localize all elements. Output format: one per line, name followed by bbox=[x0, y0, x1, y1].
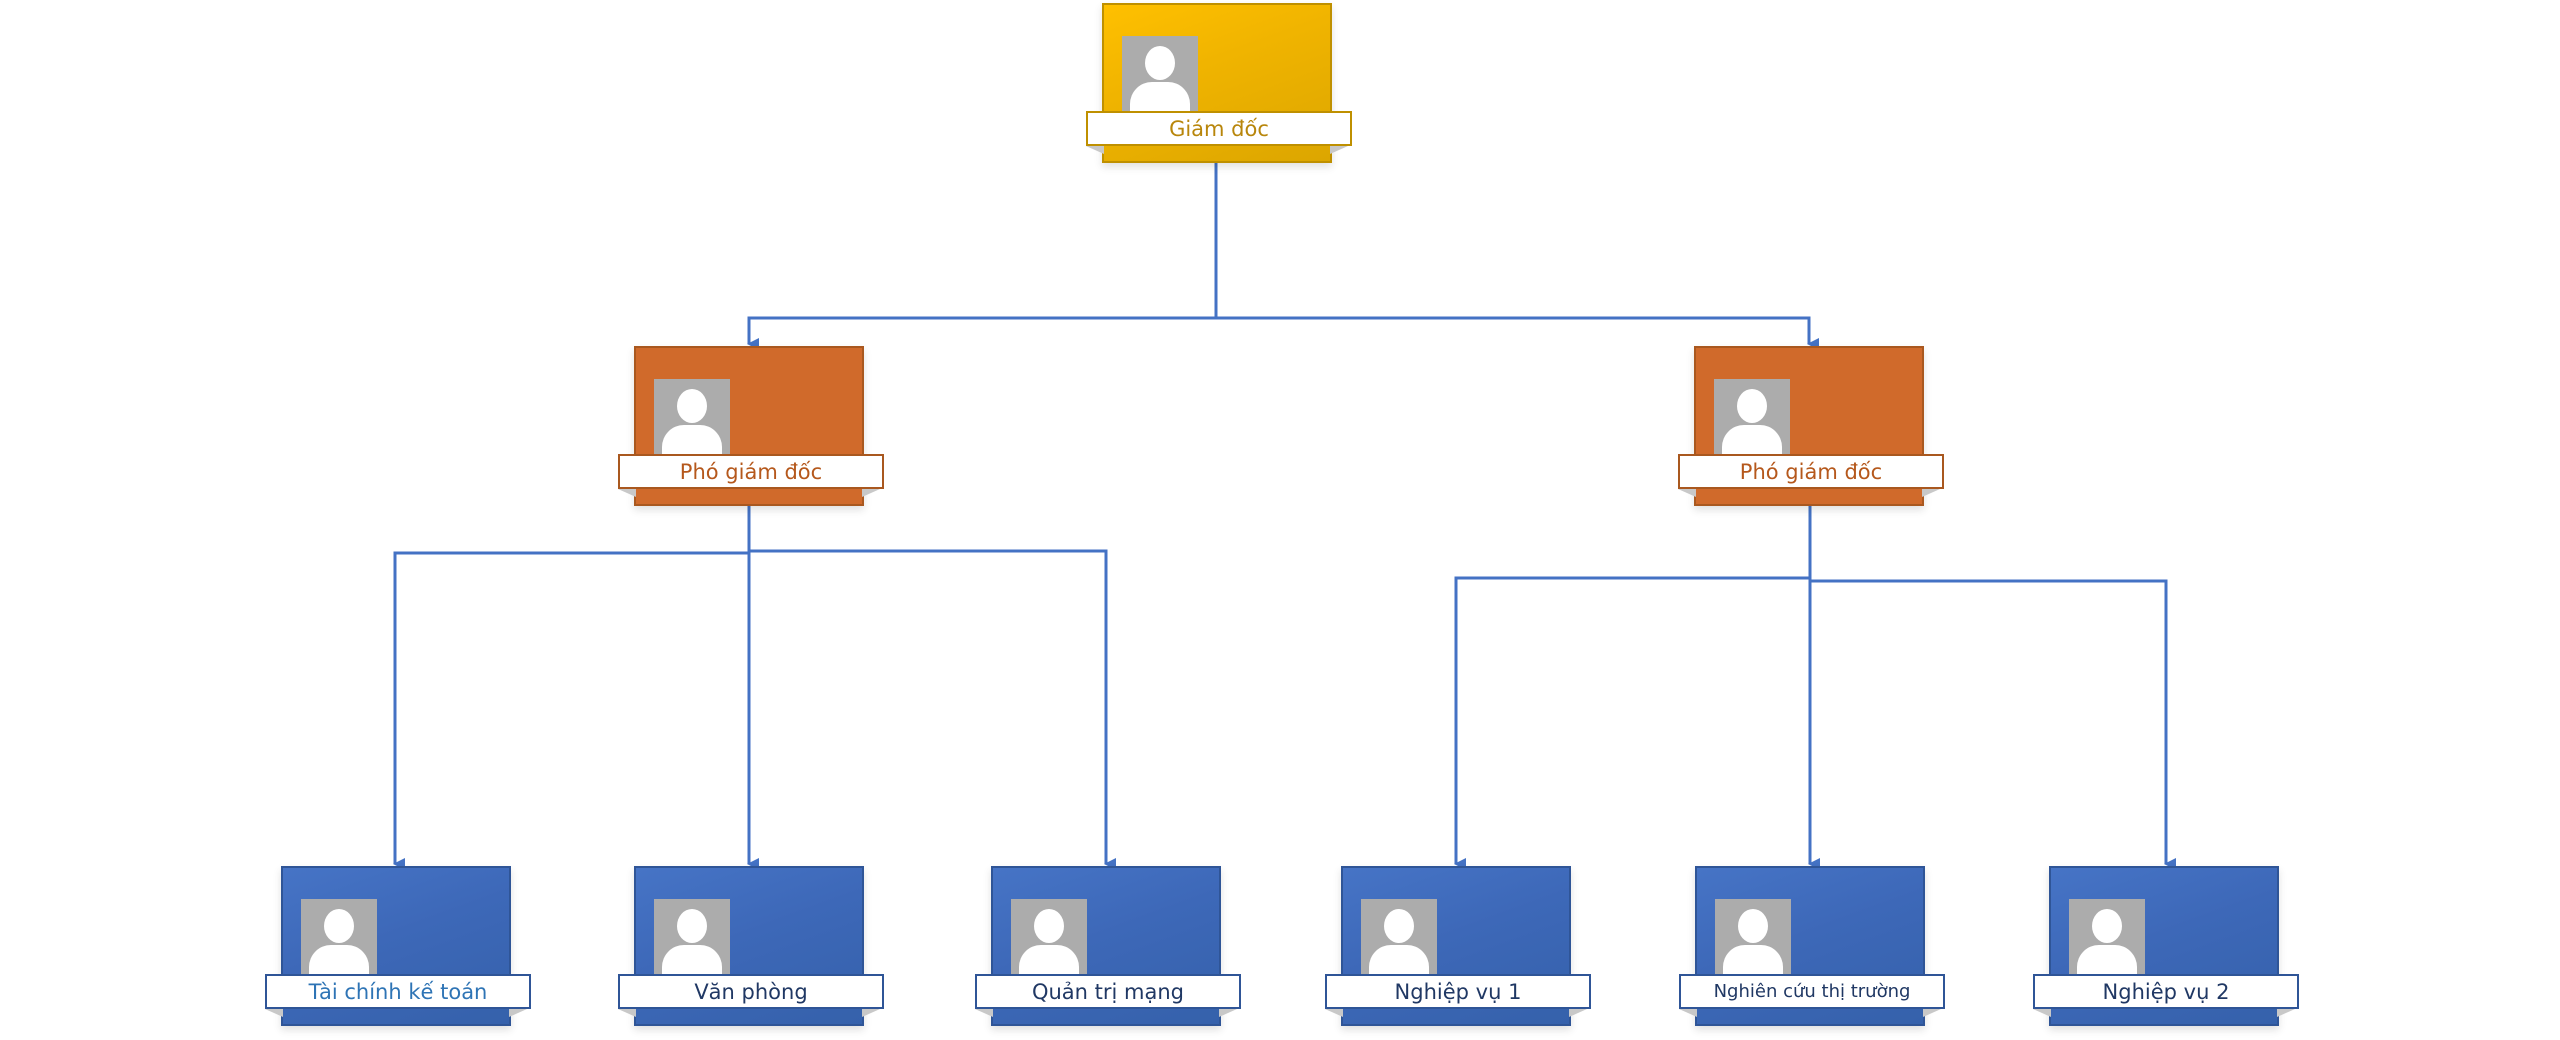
node-title: Văn phòng bbox=[618, 974, 884, 1009]
ribbon-fold-left bbox=[2033, 1009, 2051, 1017]
org-node-nghiep-vu-2[interactable]: Nghiệp vụ 2 bbox=[2033, 866, 2299, 1026]
person-placeholder-icon bbox=[1011, 899, 1087, 975]
connector-vp1-d3 bbox=[749, 549, 1116, 870]
ribbon-fold-left bbox=[618, 1009, 636, 1017]
ribbon-fold-left bbox=[1678, 489, 1696, 497]
ribbon-fold-right bbox=[1922, 489, 1940, 497]
ribbon-fold-right bbox=[1923, 1009, 1941, 1017]
org-node-nghien-cuu-thi-truong[interactable]: Nghiên cứu thị trường bbox=[1679, 866, 1945, 1026]
ribbon-fold-left bbox=[1679, 1009, 1697, 1017]
person-placeholder-icon bbox=[2069, 899, 2145, 975]
org-node-tai-chinh-ke-toan[interactable]: Tài chính kế toán bbox=[265, 866, 531, 1026]
ribbon-fold-right bbox=[862, 489, 880, 497]
connector-vp1-d1 bbox=[393, 506, 751, 870]
org-node-nghiep-vu-1[interactable]: Nghiệp vụ 1 bbox=[1325, 866, 1591, 1026]
org-node-van-phong[interactable]: Văn phòng bbox=[618, 866, 884, 1026]
ribbon-fold-right bbox=[2277, 1009, 2295, 1017]
node-title: Phó giám đốc bbox=[1678, 454, 1944, 489]
node-title: Phó giám đốc bbox=[618, 454, 884, 489]
person-placeholder-icon bbox=[1122, 36, 1198, 112]
org-node-pho-giam-doc-2[interactable]: Phó giám đốc bbox=[1678, 346, 1944, 506]
ribbon-fold-left bbox=[1086, 146, 1104, 154]
person-placeholder-icon bbox=[1714, 379, 1790, 455]
ribbon-fold-left bbox=[265, 1009, 283, 1017]
ribbon-fold-left bbox=[618, 489, 636, 497]
node-title: Giám đốc bbox=[1086, 111, 1352, 146]
node-title: Quản trị mạng bbox=[975, 974, 1241, 1009]
connector-ceo-vp2 bbox=[1216, 316, 1819, 350]
ribbon-fold-left bbox=[1325, 1009, 1343, 1017]
connector-ceo-vp1 bbox=[747, 163, 1218, 350]
ribbon-fold-right bbox=[1330, 146, 1348, 154]
org-node-pho-giam-doc-1[interactable]: Phó giám đốc bbox=[618, 346, 884, 506]
person-placeholder-icon bbox=[654, 379, 730, 455]
connector-vp2-d4 bbox=[1454, 506, 1812, 870]
ribbon-fold-right bbox=[1219, 1009, 1237, 1017]
person-placeholder-icon bbox=[654, 899, 730, 975]
person-placeholder-icon bbox=[301, 899, 377, 975]
ribbon-fold-right bbox=[862, 1009, 880, 1017]
node-title: Nghiệp vụ 1 bbox=[1325, 974, 1591, 1009]
ribbon-fold-left bbox=[975, 1009, 993, 1017]
person-placeholder-icon bbox=[1715, 899, 1791, 975]
org-node-giam-doc[interactable]: Giám đốc bbox=[1086, 3, 1352, 163]
node-title: Nghiệp vụ 2 bbox=[2033, 974, 2299, 1009]
connector-vp2-d6 bbox=[1810, 579, 2176, 870]
person-placeholder-icon bbox=[1361, 899, 1437, 975]
ribbon-fold-right bbox=[509, 1009, 527, 1017]
node-title: Tài chính kế toán bbox=[265, 974, 531, 1009]
node-title: Nghiên cứu thị trường bbox=[1679, 974, 1945, 1009]
ribbon-fold-right bbox=[1569, 1009, 1587, 1017]
org-node-quan-tri-mang[interactable]: Quản trị mạng bbox=[975, 866, 1241, 1026]
